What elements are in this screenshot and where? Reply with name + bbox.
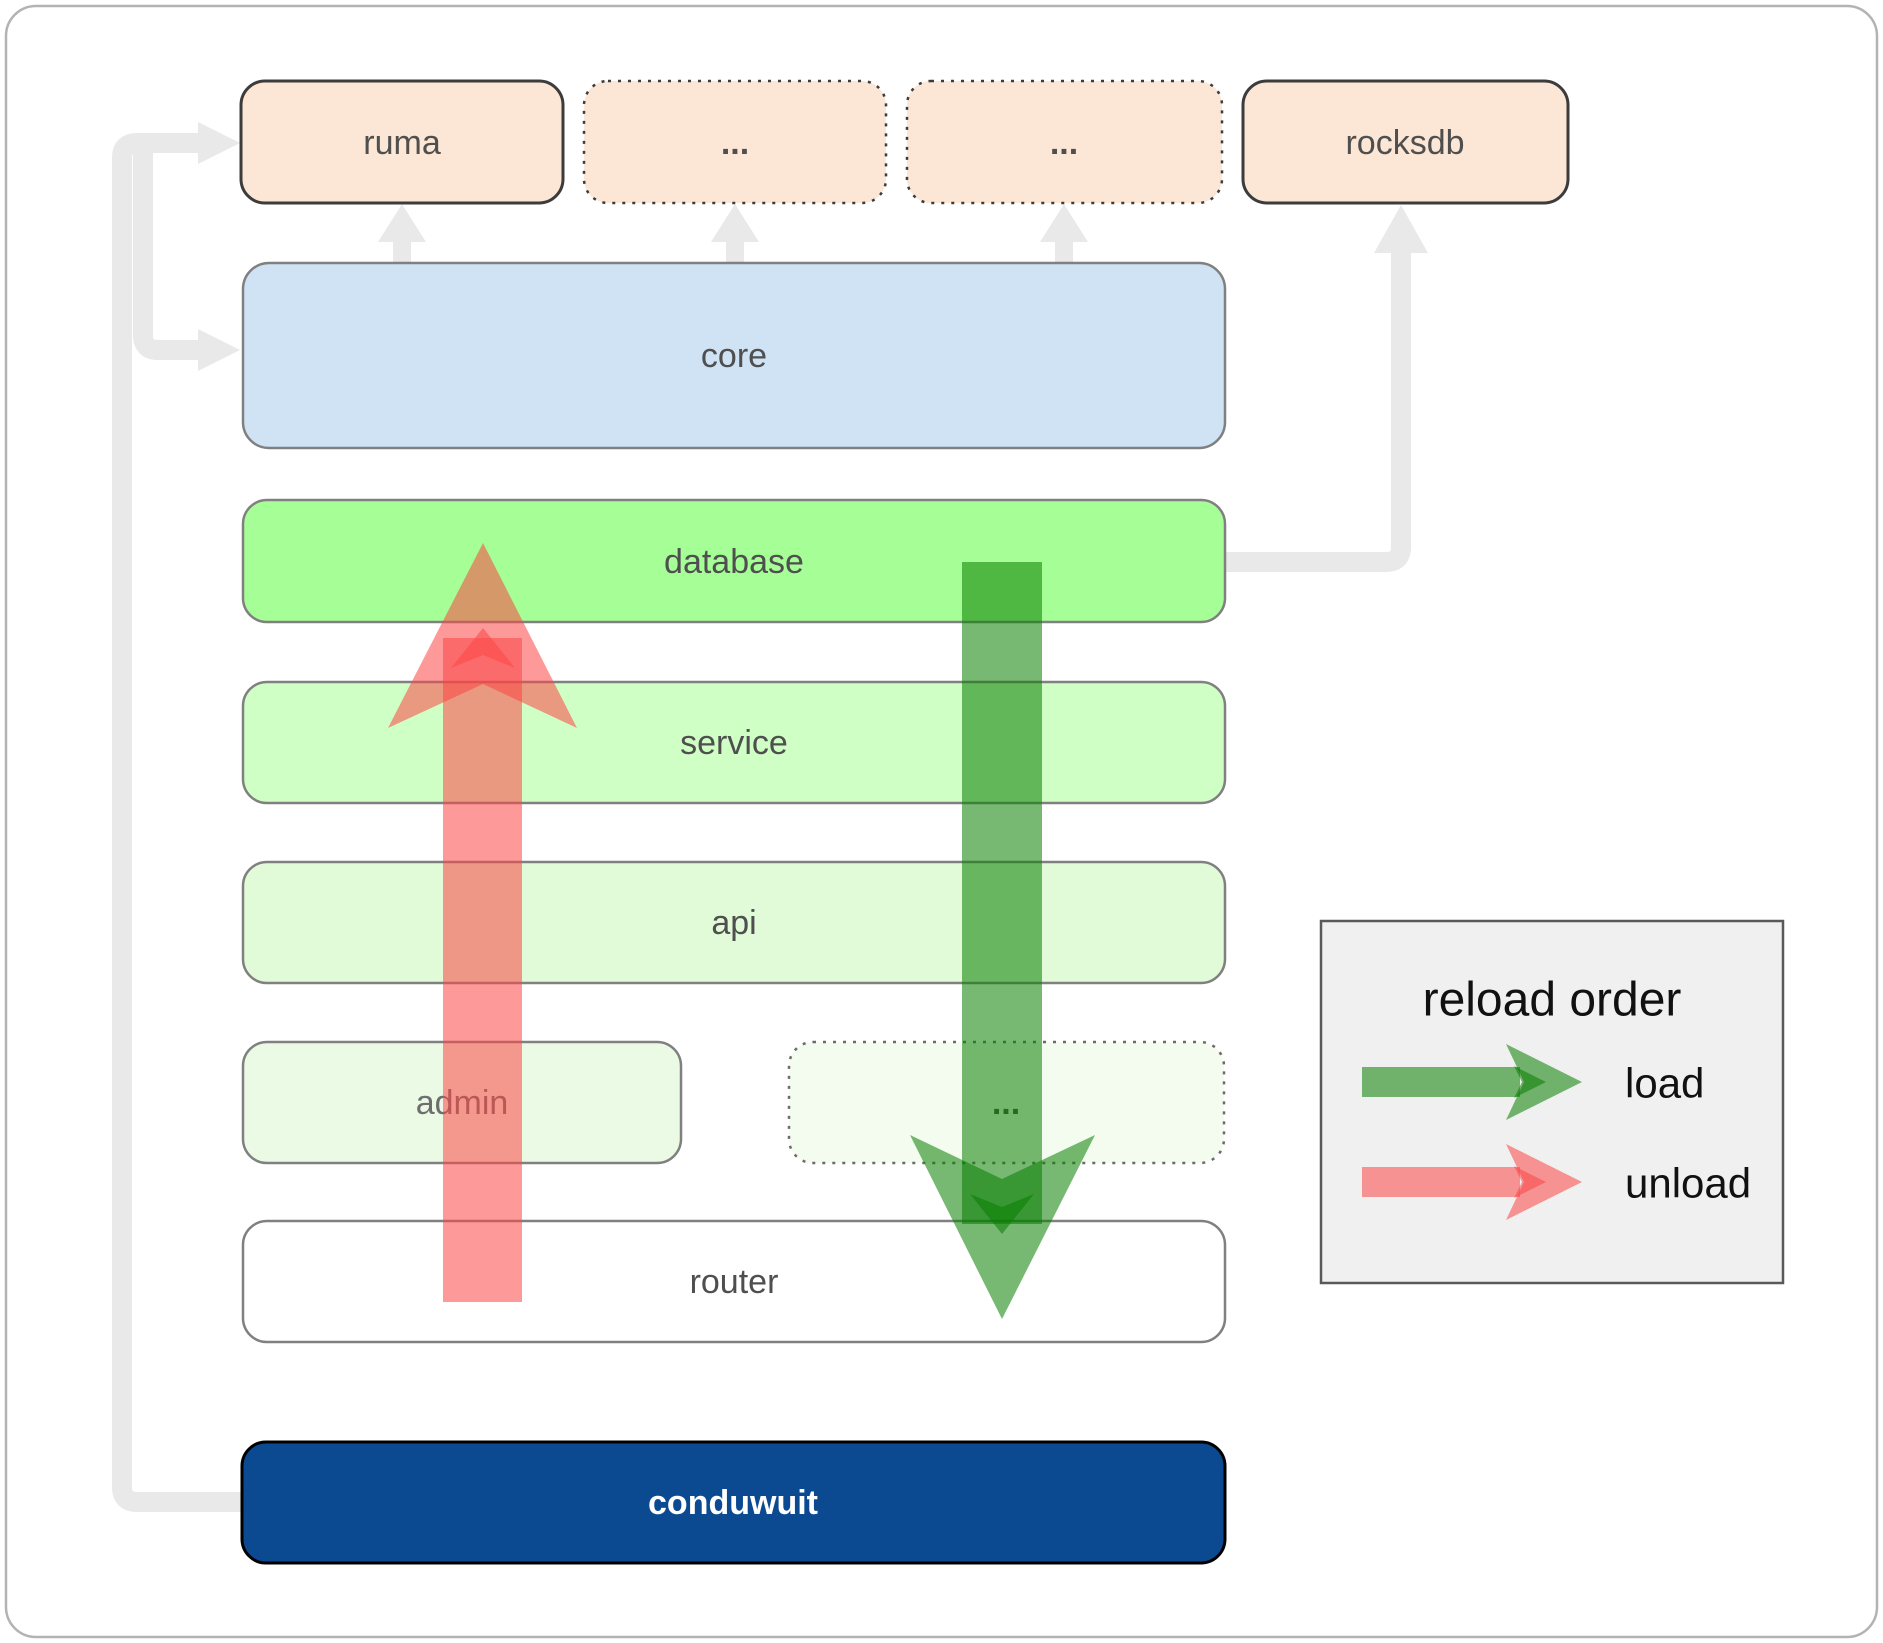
node-ellipsis-top-2-label: ... xyxy=(1050,124,1078,162)
legend-unload-shaft xyxy=(1362,1167,1520,1197)
connector-arrowhead-rocksdb-icon xyxy=(1374,205,1428,253)
node-router-label: router xyxy=(690,1263,779,1301)
node-conduwuit xyxy=(240,1440,1227,1565)
legend-box xyxy=(1319,919,1785,1285)
legend: reload order load unload xyxy=(1319,919,1785,1285)
node-ruma xyxy=(239,79,565,205)
node-conduwuit-label: conduwuit xyxy=(648,1484,818,1522)
legend-title: reload order xyxy=(1423,974,1682,1027)
legend-load-arrow-icon xyxy=(1362,1044,1582,1120)
node-ruma-label: ruma xyxy=(363,124,441,162)
legend-unload-marker xyxy=(1514,1166,1546,1198)
connector-arrowhead-ruma-icon xyxy=(198,122,240,164)
node-database-label: database xyxy=(664,543,804,581)
node-ellipsis-top-1 xyxy=(582,79,888,205)
up-arrowhead-icon xyxy=(711,204,759,242)
legend-unload-label: unload xyxy=(1625,1160,1751,1207)
node-service-label: service xyxy=(680,724,788,762)
node-rocksdb-label: rocksdb xyxy=(1345,124,1464,162)
node-rocksdb xyxy=(1241,79,1570,205)
unload-arrow-shaft xyxy=(443,638,522,1302)
connector-shaft xyxy=(726,240,744,264)
diagram-frame xyxy=(4,4,1879,1639)
node-core xyxy=(241,261,1227,450)
up-arrowhead-icon xyxy=(378,204,426,242)
connector-conduwuit-to-ruma xyxy=(112,133,242,1512)
node-ellipsis-top-2 xyxy=(905,79,1224,205)
gray-connectors xyxy=(112,122,1428,1512)
load-arrow xyxy=(910,562,1095,1319)
unload-arrow-marker-icon xyxy=(451,628,515,668)
connector-conduwuit-to-core xyxy=(133,150,198,360)
node-ellipsis-top-1-label: ... xyxy=(721,124,749,162)
connector-core-to-top xyxy=(378,204,1088,264)
node-core-label: core xyxy=(701,337,767,375)
connector-shaft xyxy=(393,240,411,264)
load-arrow-marker-icon xyxy=(970,1194,1034,1234)
node-api-label: api xyxy=(711,904,756,942)
legend-load-label: load xyxy=(1625,1060,1704,1107)
nodes xyxy=(239,79,1570,1565)
connector-database-to-rocksdb xyxy=(1224,250,1411,572)
legend-load-marker xyxy=(1514,1066,1546,1098)
connector-arrowhead-core-icon xyxy=(198,329,240,371)
legend-load-shaft xyxy=(1362,1067,1520,1097)
unload-arrow xyxy=(388,543,577,1302)
load-arrow-shaft xyxy=(962,562,1042,1224)
connector-shaft xyxy=(1055,240,1073,264)
up-arrowhead-icon xyxy=(1040,204,1088,242)
legend-unload-arrow-icon xyxy=(1362,1144,1582,1220)
